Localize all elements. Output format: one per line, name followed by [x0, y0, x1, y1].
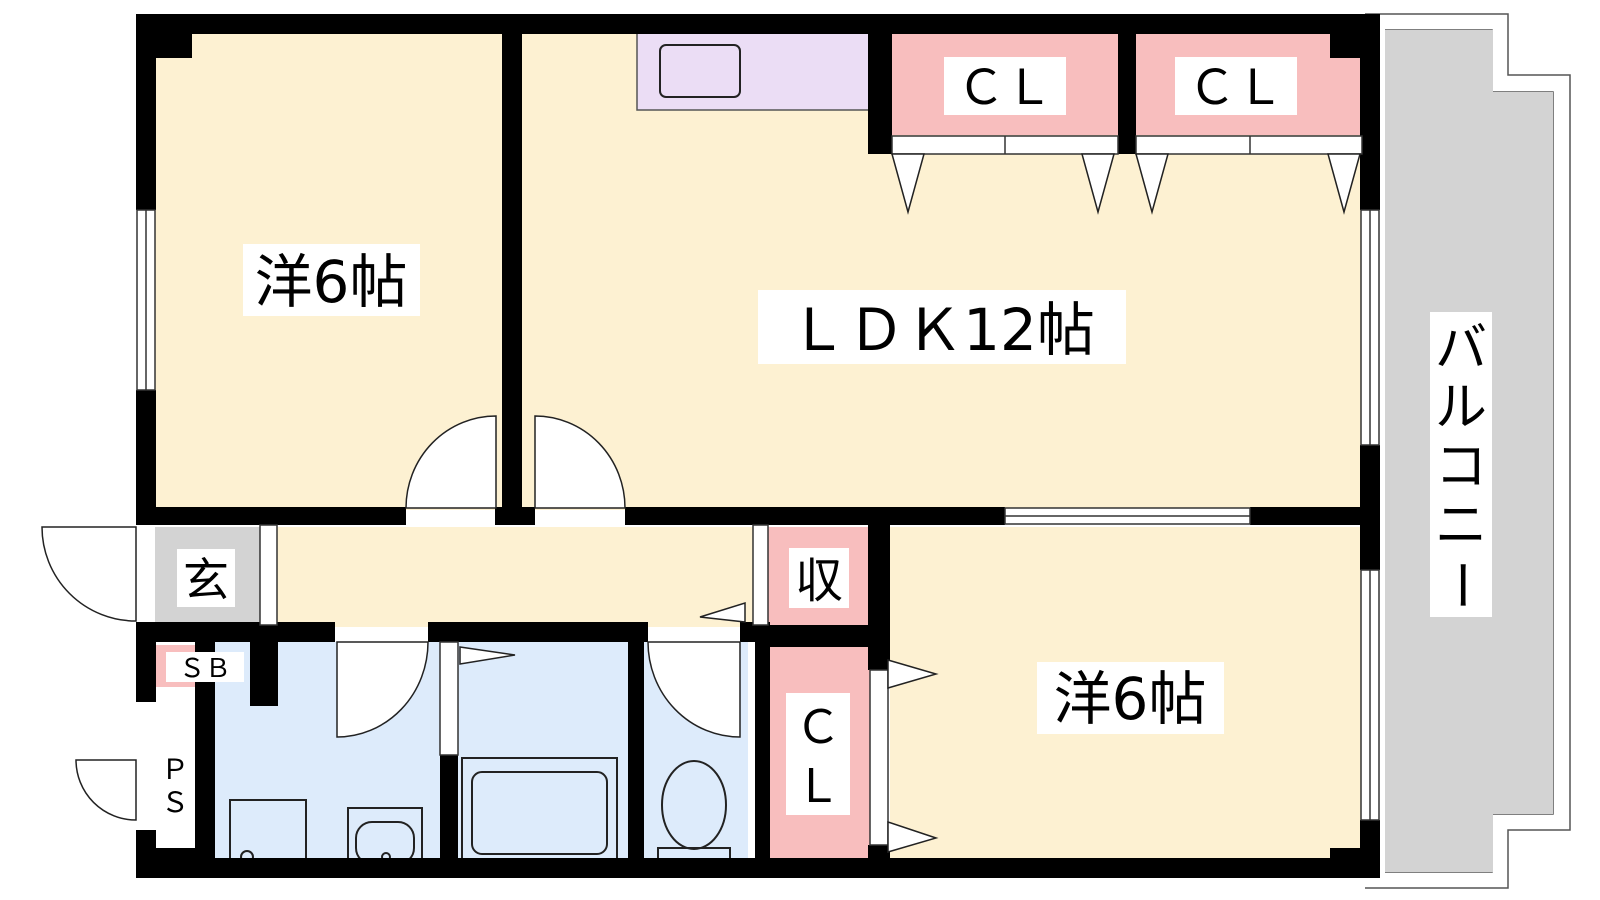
closet-3-label-line2: Ｌ [795, 759, 841, 813]
door-ldk [534, 415, 626, 509]
door-entrance [41, 526, 137, 622]
bathtub-basin-icon [471, 771, 608, 855]
closet-1-label: ＣＬ [957, 60, 1053, 116]
balcony-label-char: ー [1430, 559, 1490, 611]
balcony-label-char: バ [1435, 319, 1487, 379]
walls [136, 14, 1380, 878]
closet-3-door-frame [869, 669, 889, 846]
closet-2-label: ＣＬ [1188, 60, 1284, 116]
sink-icon [659, 44, 741, 98]
entrance-sill [259, 524, 278, 626]
folding-doors [459, 153, 1361, 853]
doors [41, 415, 741, 821]
balcony-label-char: ル [1435, 378, 1487, 438]
western-room-1-label: 洋6帖 [255, 248, 408, 316]
door-room1 [405, 415, 497, 509]
ldk-label: ＬＤＫ12帖 [789, 296, 1095, 364]
bath-door-frame [439, 641, 459, 756]
balcony-label-char: ニ [1435, 496, 1487, 556]
windows [136, 135, 1380, 846]
storage-door-frame [752, 524, 769, 626]
storage-label: 収 [795, 553, 843, 609]
balcony-label-char: コ [1435, 437, 1487, 497]
shoe-box-label: ＳＢ [179, 654, 231, 684]
entrance-label: 玄 [183, 553, 229, 607]
balcony-floor-ext [1492, 92, 1553, 814]
western-room-2-label: 洋6帖 [1054, 665, 1207, 733]
pipe-space-label-line2: Ｓ [161, 786, 189, 819]
closet-3-label-line1: Ｃ [795, 700, 841, 754]
toilet-bowl-icon [661, 760, 727, 850]
hallway-floor [277, 527, 753, 627]
closet-2-door-frame [1135, 135, 1363, 155]
room-labels: 洋6帖 ＬＤＫ12帖 ＣＬ ＣＬ 洋6帖 収 Ｃ Ｌ 玄 ＳＢ Ｐ Ｓ バ ル … [158, 57, 1492, 820]
balcony-long-vowel: ー [1430, 559, 1490, 611]
door-washroom [336, 641, 429, 738]
pipe-space-label-line1: Ｐ [161, 753, 189, 786]
door-pipe-space [75, 759, 137, 821]
door-toilet [647, 641, 741, 738]
